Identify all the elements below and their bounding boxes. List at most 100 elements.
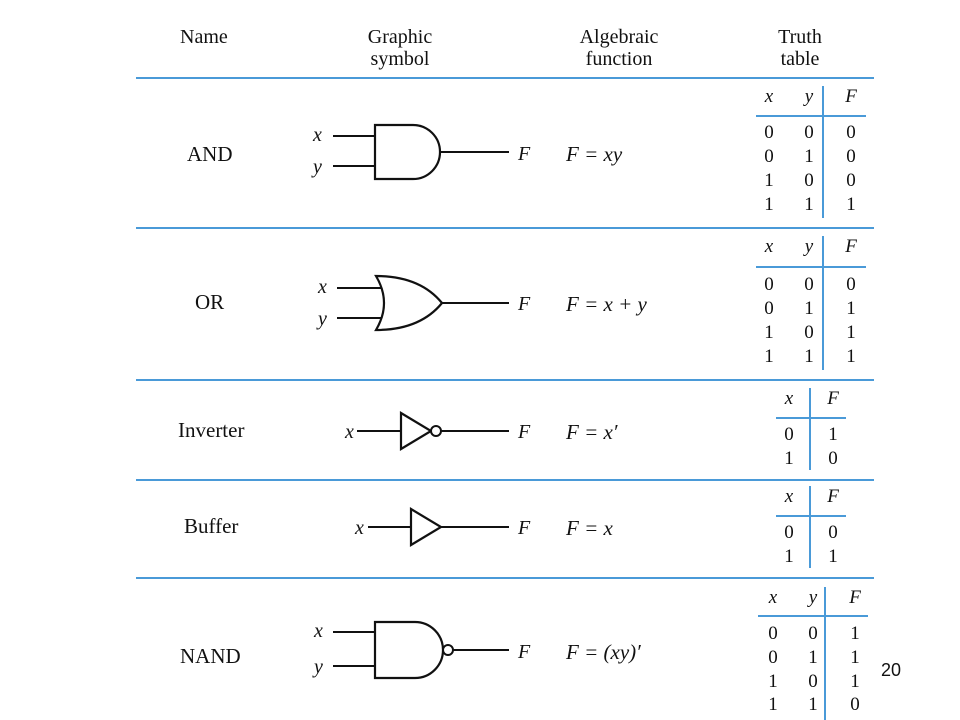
table-cell: 0 <box>846 170 856 191</box>
header-name-label: Name <box>180 26 228 48</box>
and-output-label: F <box>517 143 531 165</box>
nand-input-x-label: x <box>313 620 323 642</box>
buffer-tt-hline <box>776 515 846 517</box>
header-truth-table: Truth table <box>765 26 835 70</box>
or-output-label: F <box>517 293 531 315</box>
gate-name-buffer: Buffer <box>184 514 239 538</box>
table-cell: 1 <box>850 623 860 644</box>
table-cell: 0 <box>764 146 774 167</box>
nand-tt-hline <box>758 615 868 617</box>
table-cell: 1 <box>850 647 860 668</box>
table-cell: 1 <box>804 298 814 319</box>
and-gate-icon <box>333 123 509 181</box>
inverter-truth-table: x F 0 1 1 0 <box>776 388 846 470</box>
table-cell: 1 <box>784 448 794 469</box>
table-cell: 0 <box>764 122 774 143</box>
table-cell: 0 <box>784 522 794 543</box>
header-algebraic-function: Algebraic function <box>568 26 670 70</box>
and-tt-hline <box>756 115 866 117</box>
inverter-gate-icon <box>357 411 509 451</box>
or-tt-header-y: y <box>804 236 814 257</box>
table-cell: 1 <box>850 671 860 692</box>
buffer-function: F = x <box>566 516 613 540</box>
table-cell: 1 <box>804 146 814 167</box>
header-algebraic-line1: Algebraic <box>579 26 659 48</box>
nand-function: F = (xy)′ <box>566 640 641 664</box>
table-cell: 1 <box>768 694 778 715</box>
nand-tt-header-f: F <box>849 587 861 608</box>
nand-truth-table: x y F 0 0 1 0 1 1 1 0 1 1 1 0 <box>758 587 868 720</box>
table-cell: 1 <box>846 322 856 343</box>
table-cell: 0 <box>764 298 774 319</box>
inverter-tt-header-f: F <box>827 388 839 409</box>
table-cell: 1 <box>764 346 774 367</box>
table-cell: 1 <box>804 346 814 367</box>
and-input-x-label: x <box>312 124 322 146</box>
buffer-output-label: F <box>517 517 531 539</box>
inverter-tt-vline <box>809 388 811 470</box>
table-cell: 0 <box>828 448 838 469</box>
nand-input-y-label: y <box>312 656 323 678</box>
or-truth-table: x y F 0 0 0 0 1 1 1 0 1 1 1 1 <box>756 236 866 370</box>
table-cell: 0 <box>764 274 774 295</box>
header-graphic-line1: Graphic <box>367 26 433 48</box>
or-gate-icon <box>337 274 509 332</box>
nand-tt-vline <box>824 587 826 720</box>
rule-buffer-nand <box>136 577 874 579</box>
buffer-truth-table: x F 0 0 1 1 <box>776 486 846 568</box>
table-cell: 1 <box>846 346 856 367</box>
table-cell: 0 <box>768 647 778 668</box>
nand-output-label: F <box>517 641 531 663</box>
header-graphic-symbol: Graphic symbol <box>355 26 445 70</box>
table-cell: 1 <box>764 322 774 343</box>
nand-gate-icon <box>333 620 509 680</box>
table-cell: 0 <box>850 694 860 715</box>
and-truth-table: x y F 0 0 0 0 1 0 1 0 0 1 1 1 <box>756 86 866 218</box>
table-cell: 1 <box>808 694 818 715</box>
rule-or-inverter <box>136 379 874 381</box>
header-algebraic-line2: function <box>585 48 653 70</box>
table-cell: 0 <box>784 424 794 445</box>
table-cell: 0 <box>804 170 814 191</box>
or-tt-header-f: F <box>845 236 857 257</box>
header-name: Name <box>180 26 228 48</box>
header-truth-line1: Truth <box>778 26 822 48</box>
table-cell: 1 <box>764 194 774 215</box>
nand-tt-header-x: x <box>768 587 778 608</box>
gate-name-nand: NAND <box>180 644 241 668</box>
and-tt-vline <box>822 86 824 218</box>
or-tt-header-x: x <box>764 236 774 257</box>
table-cell: 0 <box>768 623 778 644</box>
table-cell: 1 <box>764 170 774 191</box>
inverter-tt-hline <box>776 417 846 419</box>
or-function: F = x + y <box>566 292 647 316</box>
table-cell: 0 <box>808 671 818 692</box>
or-tt-vline <box>822 236 824 370</box>
and-input-y-label: y <box>311 156 322 178</box>
or-input-x-label: x <box>317 276 327 298</box>
rule-and-or <box>136 227 874 229</box>
table-cell: 1 <box>828 424 838 445</box>
and-tt-header-f: F <box>845 86 857 107</box>
table-cell: 1 <box>784 546 794 567</box>
table-cell: 0 <box>846 274 856 295</box>
rule-inverter-buffer <box>136 479 874 481</box>
table-cell: 0 <box>808 623 818 644</box>
or-input-y-label: y <box>316 308 327 330</box>
gate-name-and: AND <box>187 142 233 166</box>
table-cell: 1 <box>808 647 818 668</box>
table-cell: 0 <box>804 322 814 343</box>
table-cell: 0 <box>828 522 838 543</box>
nand-tt-header-y: y <box>808 587 818 608</box>
buffer-input-x-label: x <box>354 517 364 539</box>
gate-name-or: OR <box>195 290 225 314</box>
buffer-gate-icon <box>368 507 509 547</box>
or-tt-hline <box>756 266 866 268</box>
header-graphic-line2: symbol <box>370 48 430 70</box>
table-cell: 0 <box>846 122 856 143</box>
and-tt-header-y: y <box>804 86 814 107</box>
table-cell: 0 <box>846 146 856 167</box>
inverter-tt-header-x: x <box>784 388 794 409</box>
buffer-tt-header-f: F <box>827 486 839 507</box>
table-cell: 1 <box>846 298 856 319</box>
